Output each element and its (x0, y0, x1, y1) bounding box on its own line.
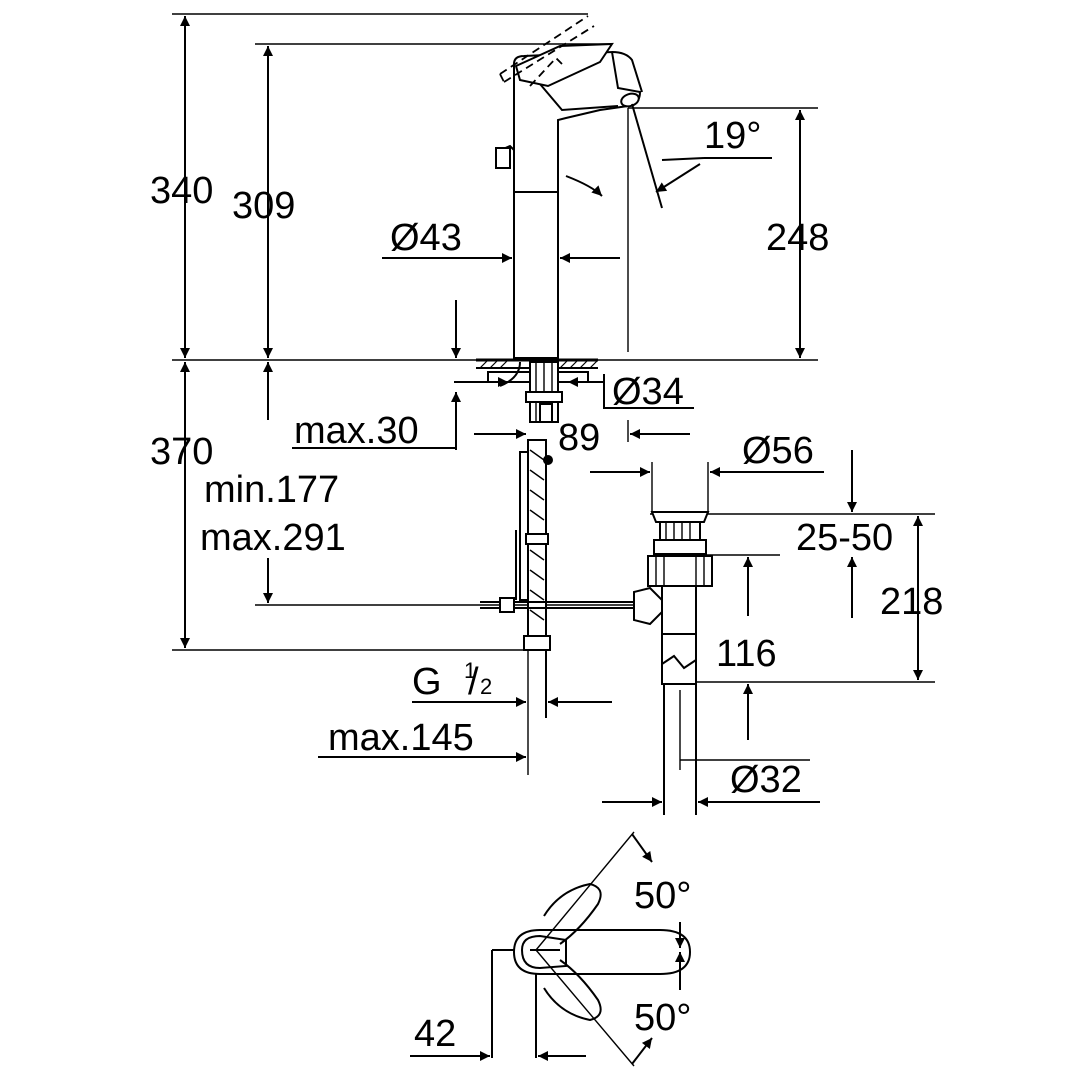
label-370: 370 (150, 431, 213, 473)
deck-mount (476, 358, 599, 423)
waste-assembly (647, 511, 713, 815)
label-dia43: Ø43 (390, 217, 462, 259)
faucet-body (495, 15, 643, 359)
label-min177: min.177 (204, 469, 339, 511)
label-116: 116 (716, 633, 777, 675)
label-42: 42 (414, 1013, 456, 1055)
label-thread-den: 2 (480, 674, 492, 699)
dimension-labels: 340 309 19° Ø43 248 Ø34 max.30 89 370 Ø5… (150, 115, 943, 1055)
top-view-lever (410, 831, 692, 1067)
supply-hoses (515, 439, 553, 718)
label-max30: max.30 (294, 410, 419, 452)
spout-angle (565, 103, 772, 209)
label-max145: max.145 (328, 717, 474, 759)
label-thread-num: 1 (464, 658, 476, 683)
label-248: 248 (766, 217, 829, 259)
label-dia34: Ø34 (612, 371, 684, 413)
popup-linkage (480, 586, 663, 626)
label-218: 218 (880, 581, 943, 623)
label-89: 89 (558, 417, 600, 459)
label-50deg-top: 50° (634, 875, 691, 917)
label-thread-g: G (412, 661, 442, 703)
label-dia56: Ø56 (742, 430, 814, 472)
label-309: 309 (232, 185, 295, 227)
label-thread-slash: / (468, 661, 479, 703)
label-25-50: 25-50 (796, 517, 893, 559)
label-max291: max.291 (200, 517, 346, 559)
label-19deg: 19° (704, 115, 761, 157)
label-340: 340 (150, 170, 213, 212)
label-50deg-bottom: 50° (634, 997, 691, 1039)
dim-arrows (292, 110, 923, 807)
label-dia32: Ø32 (730, 759, 802, 801)
